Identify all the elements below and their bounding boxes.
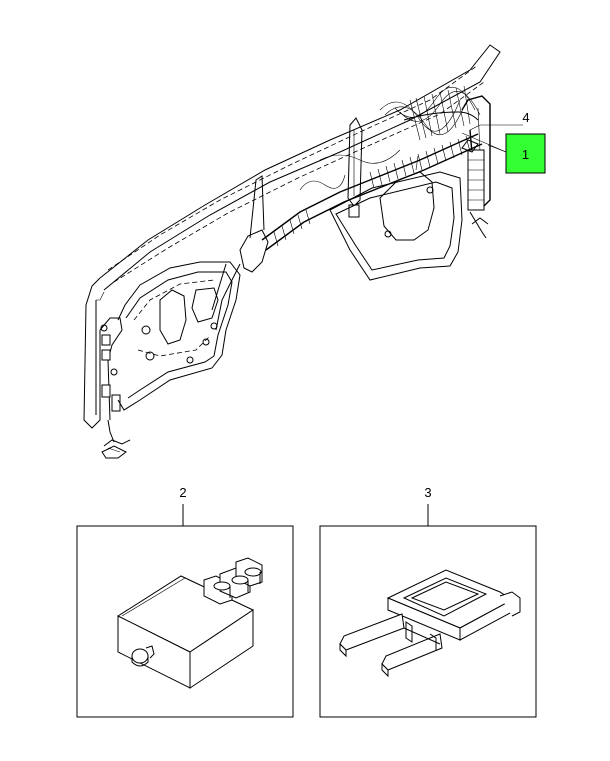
callout-1-highlight-box	[505, 133, 546, 174]
callout-1-label: 1	[522, 147, 529, 162]
wire-bundle	[299, 85, 481, 191]
mini-fuse-icon	[339, 569, 521, 678]
relay-icon	[116, 557, 263, 689]
right-side-connector	[461, 139, 489, 239]
convoluted-conduit	[273, 135, 471, 247]
callout-2[interactable]: 2	[179, 485, 187, 526]
callout-4[interactable]: 4	[469, 110, 530, 131]
dash-harness-assembly	[83, 44, 501, 459]
callout-3-label: 3	[424, 485, 431, 500]
detail-box-relay	[76, 525, 294, 718]
callout-2-label: 2	[179, 485, 186, 500]
callout-3[interactable]: 3	[424, 485, 432, 526]
detail-box-fuse	[319, 525, 537, 718]
callout-4-label: 4	[522, 110, 529, 125]
callout-1[interactable]: 1	[461, 132, 546, 174]
